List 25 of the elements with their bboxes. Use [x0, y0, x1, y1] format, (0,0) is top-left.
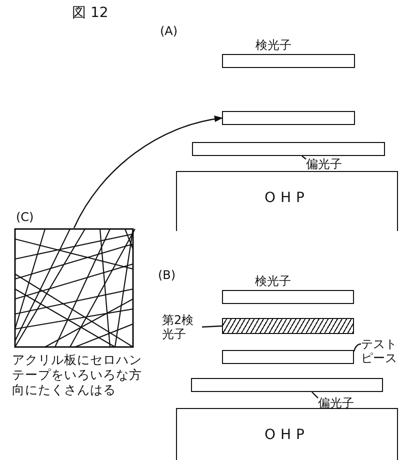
plate-label: 検光子 [255, 38, 292, 52]
plate [192, 142, 385, 156]
part-label: テストピース [361, 337, 405, 365]
leader-line [202, 325, 222, 328]
hatched-plate [222, 318, 354, 334]
leader-line [302, 156, 306, 160]
plate [222, 350, 354, 364]
instruction-text: アクリル板にセロハンテープをいろいろな方向にたくさんはる [12, 352, 142, 397]
leader-line [312, 392, 318, 399]
part-label: 偏光子 [306, 157, 342, 171]
projector-label: OHP [264, 190, 310, 206]
plate [222, 111, 355, 125]
leader-line [353, 343, 362, 352]
panel-label: (B) [158, 268, 176, 282]
plate-label: 検光子 [255, 274, 291, 288]
part-label: 第2検光子 [162, 313, 202, 341]
plate [191, 378, 383, 392]
panel-label: (C) [16, 210, 34, 224]
arrow [73, 116, 223, 228]
projector-label: OHP [264, 427, 310, 443]
panel-label: (A) [160, 24, 178, 38]
figure-number: 図 12 [72, 6, 108, 20]
part-label: 偏光子 [318, 396, 354, 410]
projector-box [176, 171, 398, 231]
projector-box [176, 408, 398, 460]
